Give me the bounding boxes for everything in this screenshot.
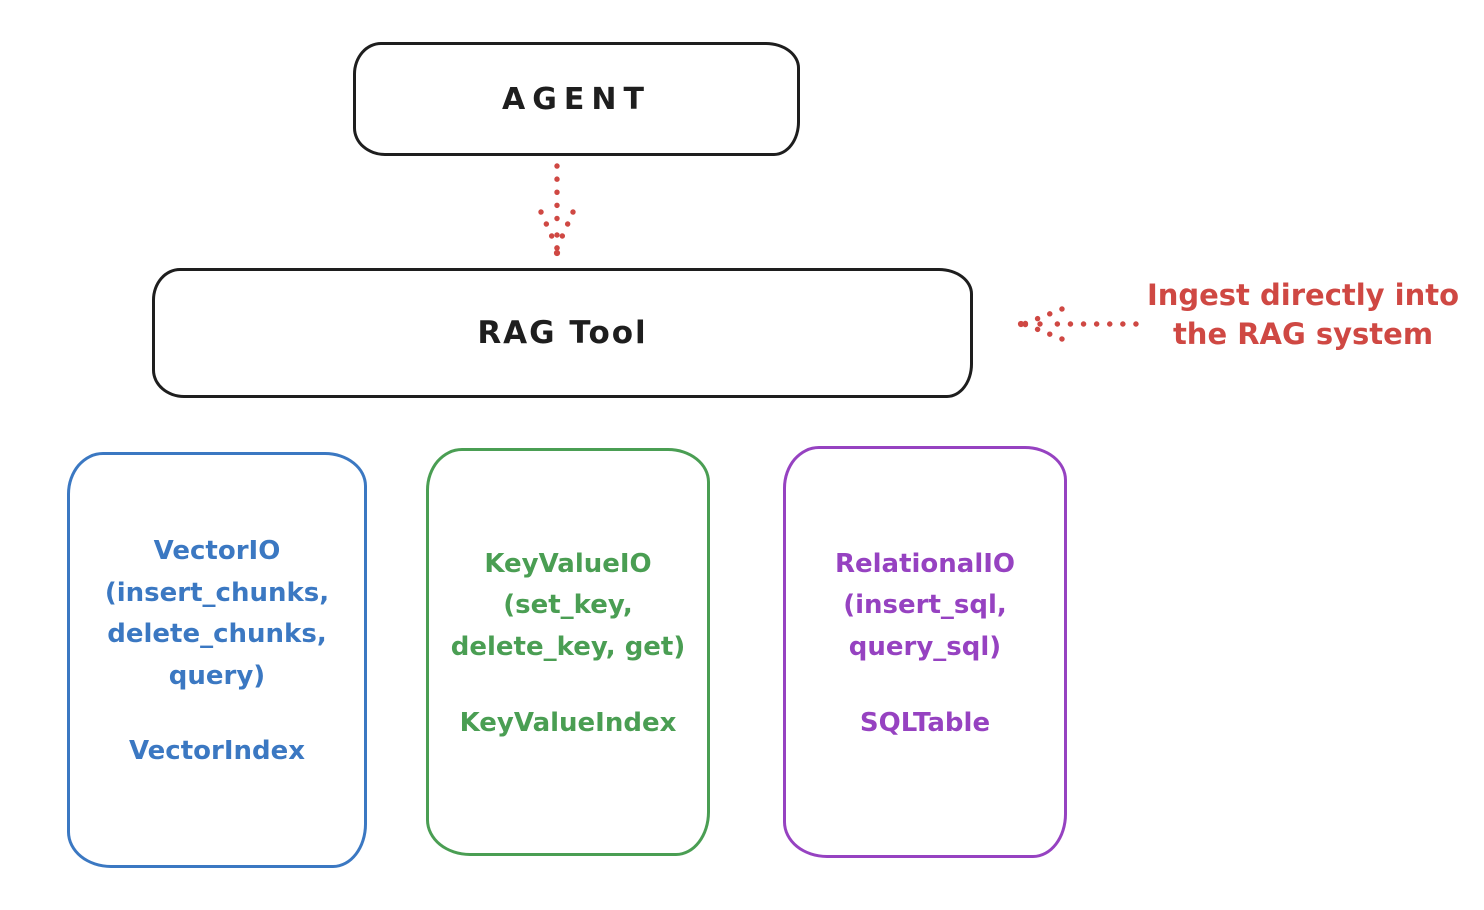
relational-io-table-label: SQLTable bbox=[859, 707, 991, 738]
node-line: RelationalIO bbox=[834, 548, 1016, 579]
relational-io-methods: RelationalIO (insert_sql, query_sql) bbox=[835, 544, 1015, 669]
node-line: (insert_chunks, bbox=[104, 577, 330, 608]
vector-io-index-label: VectorIndex bbox=[128, 736, 306, 767]
node-line: query_sql) bbox=[848, 632, 1002, 662]
node-line: KeyValueIO bbox=[484, 548, 652, 579]
node-line: (insert_sql, bbox=[843, 590, 1007, 621]
node-line: delete_key, get) bbox=[450, 632, 686, 662]
rag-tool-node: RAG Tool bbox=[152, 268, 973, 398]
vector-io-node: VectorIO (insert_chunks, delete_chunks, … bbox=[67, 452, 367, 868]
ingest-annotation-line2: the RAG system bbox=[1172, 317, 1434, 352]
agent-node: AGENT bbox=[353, 42, 800, 156]
node-line: delete_chunks, bbox=[107, 619, 327, 650]
rag-tool-label: RAG Tool bbox=[477, 315, 648, 351]
ingest-annotation: Ingest directly into the RAG system bbox=[1128, 276, 1478, 354]
relational-io-node: RelationalIO (insert_sql, query_sql) SQL… bbox=[783, 446, 1067, 858]
node-line: (set_key, bbox=[503, 590, 633, 621]
vector-io-methods: VectorIO (insert_chunks, delete_chunks, … bbox=[105, 531, 329, 697]
node-line: VectorIO bbox=[153, 536, 281, 567]
ingest-annotation-line1: Ingest directly into bbox=[1146, 278, 1460, 312]
node-line: query) bbox=[168, 660, 266, 691]
agent-to-rag-arrow-icon bbox=[538, 163, 576, 257]
key-value-io-node: KeyValueIO (set_key, delete_key, get) Ke… bbox=[426, 448, 710, 856]
ingest-annotation-arrow-icon bbox=[1017, 306, 1139, 342]
key-value-io-methods: KeyValueIO (set_key, delete_key, get) bbox=[451, 544, 686, 669]
key-value-io-index-label: KeyValueIndex bbox=[459, 707, 677, 738]
agent-label: AGENT bbox=[502, 81, 651, 117]
